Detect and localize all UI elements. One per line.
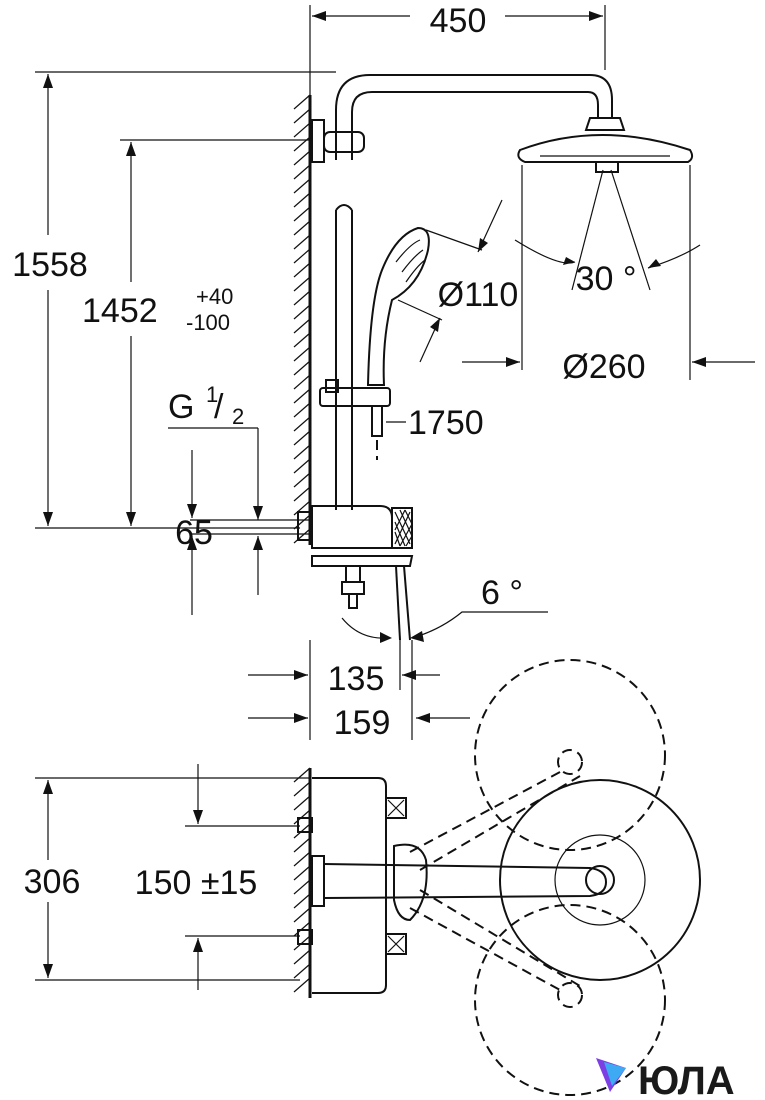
wall-hatch-line: [293, 472, 311, 488]
spray-angle-lines: [514, 165, 701, 380]
thread-label: G: [168, 388, 194, 426]
thermostat-plan: [297, 777, 608, 994]
dim-150-label: 150 ±15: [135, 864, 258, 902]
head-shower-side: [517, 117, 694, 173]
wall-hatch-line: [293, 851, 311, 867]
dim-450-label: 450: [430, 2, 487, 40]
dim-260-label: Ø260: [562, 348, 645, 386]
wall-hatch-line: [293, 444, 311, 460]
yula-logo: ЮЛА: [596, 1058, 735, 1100]
wall-hatch-line: [293, 879, 311, 895]
dim-height-1558: 1558: [12, 71, 336, 529]
wall-hatch-line: [293, 907, 311, 923]
wall-hatch-line: [293, 949, 311, 965]
wall-hatch-line: [293, 977, 311, 993]
wall-hatch-line: [293, 150, 311, 166]
wall-hatch-line: [293, 837, 311, 853]
head-shower-plan: [409, 659, 701, 1096]
wall-hatch-line: [293, 248, 311, 264]
dim-6-label: 6 °: [481, 574, 523, 612]
wall-hatch-line: [293, 963, 311, 979]
dim-1558-label: 1558: [12, 246, 88, 284]
dim-65-label: 65: [175, 514, 213, 552]
wall-hatch-elevation: [293, 94, 312, 545]
thread-denominator: 2: [232, 404, 244, 429]
wall-hatch-line: [293, 164, 311, 180]
dim-plan-150: 150 ±15: [135, 764, 300, 990]
wall-hatch-line: [293, 500, 311, 516]
wall-hatch-line: [293, 94, 311, 110]
dim-135-label: 135: [328, 660, 385, 698]
wall-hatch-line: [293, 220, 311, 236]
wall-hatch-line: [293, 893, 311, 909]
wall-hatch-line: [293, 192, 311, 208]
thermostat-elevation: [297, 505, 414, 641]
dim-height-1452: 1452 +40 -100: [82, 139, 312, 526]
wall-hatch-line: [293, 781, 311, 797]
dim-thread-g12: G 1 / 2: [168, 382, 263, 520]
wall-hatch-line: [293, 865, 311, 881]
dim-outlet-65: 65: [175, 450, 310, 615]
wall-hatch-line: [293, 795, 311, 811]
svg-text:/: /: [214, 388, 224, 426]
dim-306-label: 306: [24, 863, 81, 901]
dim-angle-6: 6 °: [341, 574, 548, 643]
dim-110-label: Ø110: [438, 276, 519, 314]
wall-hatch-line: [293, 304, 311, 320]
wall-hatch-line: [293, 374, 311, 390]
dim-1452-plus: +40: [196, 284, 233, 309]
wall-hatch-line: [293, 528, 311, 544]
dim-1452-label: 1452: [82, 292, 158, 330]
wall-hatch-plan: [293, 767, 312, 998]
wall-hatch-line: [293, 346, 311, 362]
wall-hatch-line: [293, 388, 311, 404]
wall-hatch-line: [293, 262, 311, 278]
spray-angle-label: 30 °: [576, 260, 637, 298]
dim-depth-159: 159: [248, 640, 470, 742]
knurled-knob: [394, 509, 413, 547]
dim-head-260: Ø260: [462, 348, 755, 386]
thread-numerator: 1: [206, 382, 218, 407]
wall-hatch-line: [293, 767, 311, 783]
wall-hatch-line: [293, 514, 311, 530]
wall-hatch-line: [293, 360, 311, 376]
wall-hatch-line: [293, 276, 311, 292]
dim-1452-minus: -100: [186, 310, 230, 335]
dim-plan-306: 306: [24, 777, 310, 981]
wall-hatch-line: [293, 486, 311, 502]
wall-hatch-line: [293, 108, 311, 124]
wall-hatch-line: [293, 290, 311, 306]
wall-hatch-line: [293, 430, 311, 446]
wall-hatch-line: [293, 402, 311, 418]
wall-hatch-line: [293, 234, 311, 250]
dim-hose-1750: 1750: [386, 404, 484, 442]
wall-hatch-line: [293, 318, 311, 334]
riser-pipe: [311, 74, 613, 510]
dim-width-450: 450: [309, 2, 606, 95]
wall-hatch-line: [293, 206, 311, 222]
wall-hatch-line: [293, 332, 311, 348]
wall-hatch-line: [293, 136, 311, 152]
hand-shower: [319, 226, 430, 460]
dim-1750-label: 1750: [408, 404, 484, 442]
dim-hand-110: Ø110: [397, 199, 519, 363]
wall-hatch-line: [293, 122, 311, 138]
yula-logo-text: ЮЛА: [638, 1059, 735, 1100]
dim-159-label: 159: [334, 704, 391, 742]
dim-depth-135: 135: [248, 640, 440, 740]
wall-hatch-line: [293, 178, 311, 194]
wall-hatch-line: [293, 416, 311, 432]
wall-hatch-line: [293, 458, 311, 474]
